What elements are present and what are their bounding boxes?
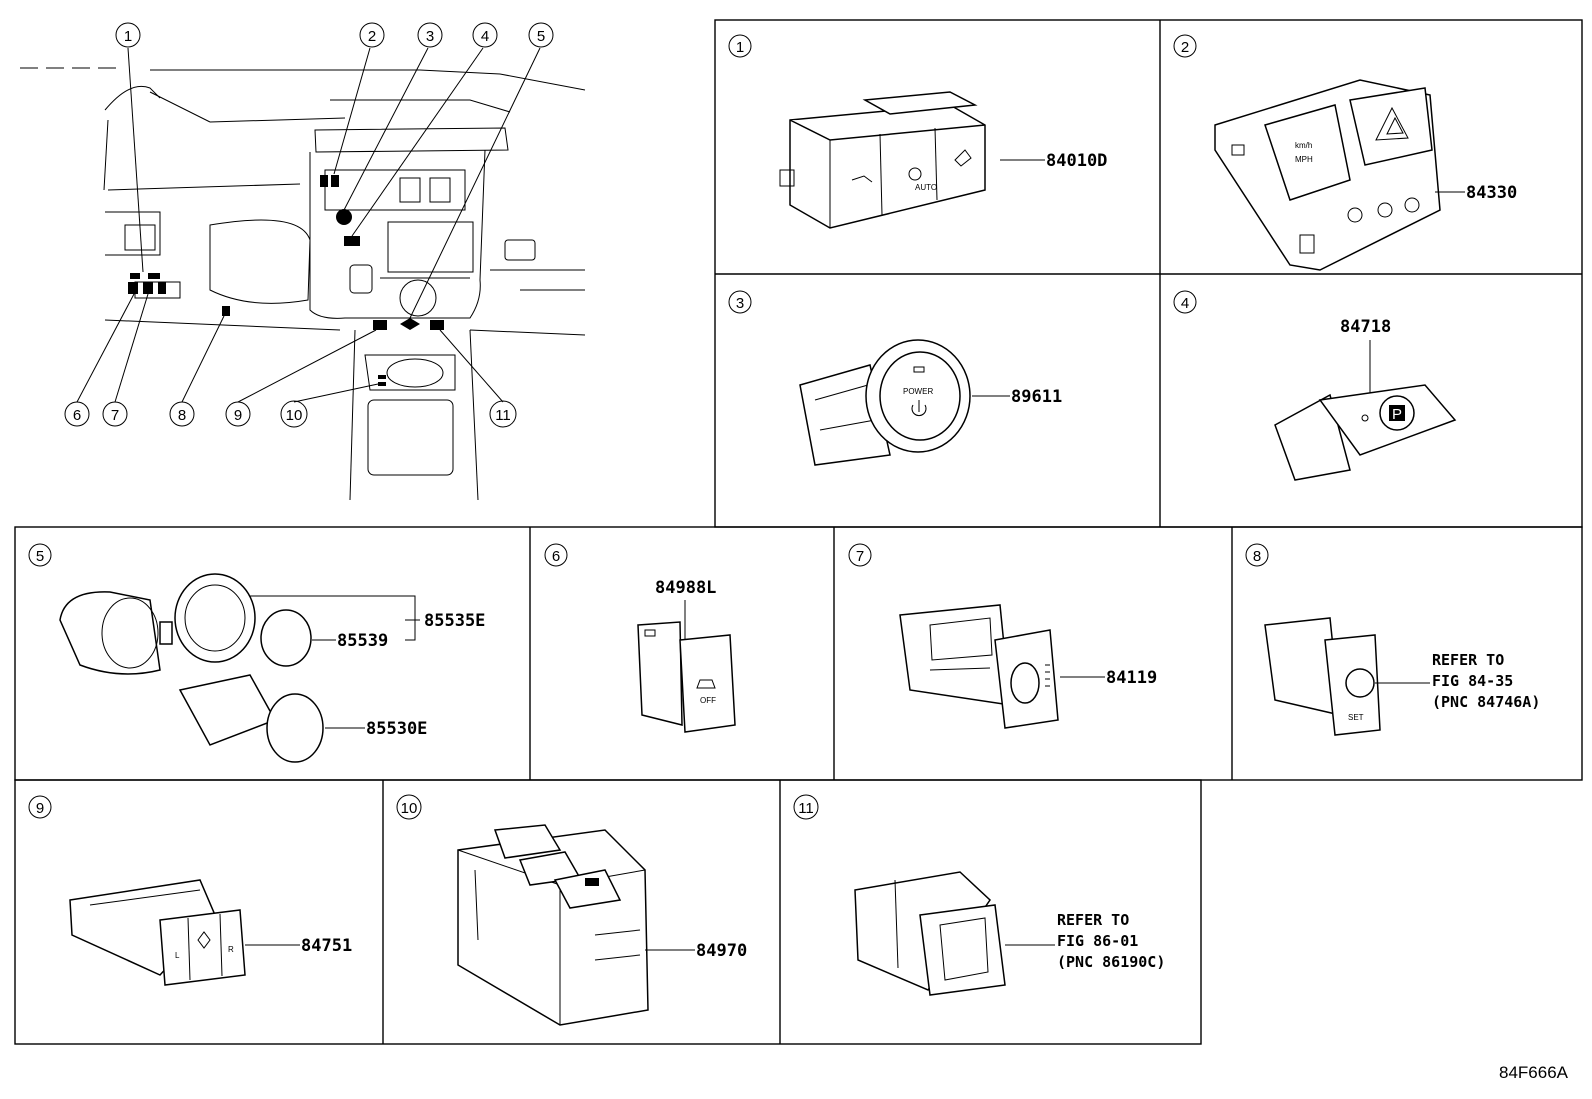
panel-5: 5 85535E 85539 85530E	[28, 543, 485, 763]
svg-text:P: P	[1392, 406, 1402, 423]
svg-text:5: 5	[537, 28, 545, 45]
svg-text:10: 10	[401, 800, 418, 817]
svg-text:OFF: OFF	[700, 696, 716, 705]
panel-10: 10 84970	[396, 794, 747, 1026]
svg-text:84119: 84119	[1106, 668, 1157, 688]
trac-off-switch-84988l: OFF	[637, 621, 736, 733]
callout-3: 3	[417, 22, 443, 48]
svg-text:7: 7	[111, 407, 119, 424]
svg-text:FIG 86-01: FIG 86-01	[1057, 932, 1138, 950]
svg-text:6: 6	[73, 407, 81, 424]
svg-text:R: R	[228, 945, 234, 954]
panel-number: 1	[736, 39, 744, 56]
svg-text:10: 10	[286, 407, 303, 424]
svg-text:(PNC 84746A): (PNC 84746A)	[1432, 693, 1540, 711]
svg-text:11: 11	[798, 800, 814, 817]
svg-text:85535E: 85535E	[424, 611, 485, 631]
svg-text:POWER: POWER	[903, 387, 933, 396]
dimmer-switch-84119	[899, 604, 1059, 729]
panel-1: 1 AUTO 84010D	[728, 34, 1107, 229]
panel-frames	[14, 19, 1583, 1045]
svg-text:2: 2	[1181, 39, 1189, 56]
svg-text:2: 2	[368, 28, 376, 45]
callout-8: 8	[169, 401, 195, 427]
svg-text:MPH: MPH	[1295, 155, 1313, 164]
seat-switch-8: SET	[1264, 617, 1381, 736]
panel-3: 3 POWER 89611	[728, 290, 1062, 466]
callout-1: 1	[115, 22, 141, 48]
panel-7: 7 84119	[848, 543, 1157, 729]
svg-text:85539: 85539	[337, 631, 388, 651]
overview-leaders	[76, 47, 541, 403]
switch-block-84970	[457, 824, 649, 1026]
part-number: 84010D	[1046, 151, 1107, 171]
svg-text:4: 4	[481, 28, 489, 45]
lighter-parts	[59, 573, 324, 763]
svg-text:11: 11	[495, 407, 511, 424]
callout-10: 10	[280, 400, 308, 428]
overview-callouts: 1 2 3 4 5 6 7 8 9 10 11	[64, 22, 554, 428]
panel-4: 4 84718 P	[1173, 290, 1457, 481]
svg-text:REFER TO: REFER TO	[1432, 651, 1504, 669]
svg-text:84751: 84751	[301, 936, 352, 956]
svg-text:6: 6	[552, 548, 560, 565]
svg-text:L: L	[175, 951, 180, 960]
svg-text:5: 5	[36, 548, 44, 565]
svg-text:8: 8	[1253, 548, 1261, 565]
panel-9: 9 L R 84751	[28, 795, 352, 986]
switch-11	[854, 871, 1006, 996]
dashboard-overview	[20, 67, 586, 501]
callout-2: 2	[359, 22, 385, 48]
panel-11: 11 REFER TO FIG 86-01 (PNC 86190C)	[793, 794, 1165, 996]
svg-text:84718: 84718	[1340, 317, 1391, 337]
svg-text:4: 4	[1181, 295, 1189, 312]
callout-7: 7	[102, 401, 128, 427]
svg-text:AUTO: AUTO	[915, 183, 937, 192]
callout-4: 4	[472, 22, 498, 48]
svg-text:1: 1	[124, 28, 132, 45]
svg-text:FIG 84-35: FIG 84-35	[1432, 672, 1513, 690]
svg-text:REFER TO: REFER TO	[1057, 911, 1129, 929]
switch-assembly-84010d: AUTO	[779, 91, 986, 229]
power-switch-89611: POWER	[799, 339, 971, 466]
svg-text:85530E: 85530E	[366, 719, 427, 739]
svg-text:84330: 84330	[1466, 183, 1517, 203]
svg-text:SET: SET	[1348, 713, 1364, 722]
svg-text:84970: 84970	[696, 941, 747, 961]
parking-brake-switch-84718: P	[1274, 384, 1457, 481]
panel-2: 2 km/h MPH 84330	[1173, 34, 1517, 271]
callout-11: 11	[489, 400, 517, 428]
svg-text:8: 8	[178, 407, 186, 424]
switch-assembly-84330: km/h MPH	[1214, 79, 1441, 271]
seat-heater-switch-84751: L R	[69, 879, 246, 986]
panel-6: 6 84988L OFF	[544, 543, 736, 733]
svg-text:3: 3	[736, 295, 744, 312]
callout-9: 9	[225, 401, 251, 427]
panel-8: 8 SET REFER TO FIG 84-35 (PNC 84746A)	[1245, 543, 1540, 736]
svg-text:89611: 89611	[1011, 387, 1062, 407]
svg-text:(PNC 86190C): (PNC 86190C)	[1057, 953, 1165, 971]
svg-text:7: 7	[856, 548, 864, 565]
callout-6: 6	[64, 401, 90, 427]
svg-text:9: 9	[234, 407, 242, 424]
svg-text:3: 3	[426, 28, 434, 45]
figure-code: 84F666A	[1499, 1063, 1569, 1082]
callout-5: 5	[528, 22, 554, 48]
svg-text:9: 9	[36, 800, 44, 817]
svg-text:84988L: 84988L	[655, 578, 716, 598]
svg-text:km/h: km/h	[1295, 141, 1312, 150]
